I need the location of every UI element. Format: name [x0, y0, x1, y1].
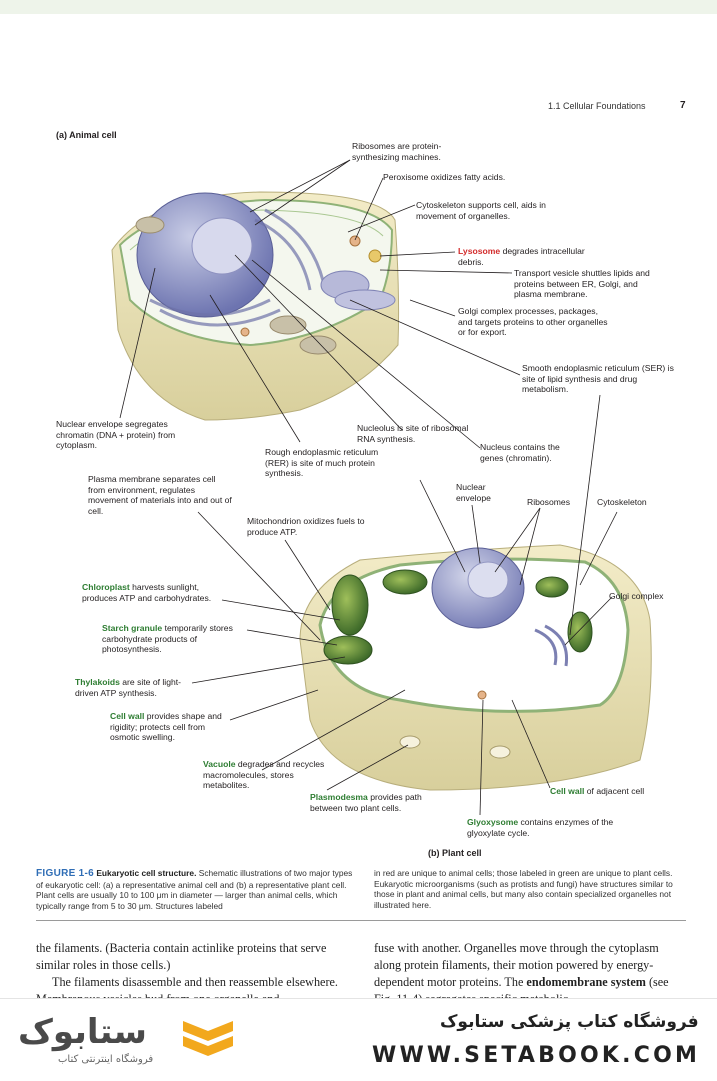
figure-number: FIGURE 1-6	[36, 868, 95, 879]
label-cytoskeleton-animal: Cytoskeleton supports cell, aids in move…	[416, 200, 546, 221]
starch-desc: temporarily stores carbohydrate products…	[102, 623, 233, 654]
logo-mark-icon	[183, 1021, 233, 1056]
label-nucleus: Nucleus contains the genes (chromatin).	[480, 442, 560, 463]
label-rer: Rough endoplasmic reticulum (RER) is sit…	[265, 447, 379, 478]
store-url-link[interactable]: WWW.SETABOOK.COM	[372, 1043, 701, 1068]
label-glyoxysome: Glyoxysome contains enzymes of the glyox…	[467, 817, 617, 838]
label-peroxisome: Peroxisome oxidizes fatty acids.	[383, 172, 506, 182]
adjwall-term: Cell wall	[550, 786, 585, 796]
figure-caption-right: in red are unique to animal cells; those…	[374, 868, 673, 910]
logo-text: ستابوک	[18, 1012, 148, 1052]
store-logo[interactable]: ستابوک فروشگاه اینترنتی کتاب	[18, 1012, 278, 1072]
animal-cell	[111, 191, 400, 421]
label-cytoskeleton-plant: Cytoskeleton	[597, 497, 647, 507]
cell-illustration	[111, 159, 652, 816]
logo-subtitle: فروشگاه اینترنتی کتاب	[58, 1054, 154, 1065]
cellwall-term: Cell wall	[110, 711, 145, 721]
footer-banner	[0, 998, 717, 1081]
vacuole-term: Vacuole	[203, 759, 236, 769]
label-transport-vesicle: Transport vesicle shuttles lipids and pr…	[514, 268, 650, 299]
label-vacuole: Vacuole degrades and recycles macromolec…	[203, 759, 338, 791]
label-mitochondrion: Mitochondrion oxidizes fuels to produce …	[247, 516, 365, 537]
label-nucleolus: Nucleolus is site of ribosomal RNA synth…	[357, 423, 469, 444]
label-ser: Smooth endoplasmic reticulum (SER) is si…	[522, 363, 674, 394]
label-chloroplast: Chloroplast harvests sunlight, produces …	[82, 582, 227, 603]
chloroplast-term: Chloroplast	[82, 582, 130, 592]
figure-caption-left: FIGURE 1-6 Eukaryotic cell structure. Sc…	[36, 868, 356, 911]
label-lysosome: Lysosome degrades intracellular debris.	[458, 246, 588, 267]
label-plasmodesma: Plasmodesma provides path between two pl…	[310, 792, 440, 813]
glyoxysome-term: Glyoxysome	[467, 817, 519, 827]
running-head: 1.1 Cellular Foundations	[548, 101, 646, 111]
body-left-p1: the filaments. (Bacteria contain actinli…	[36, 941, 327, 972]
plasmodesma-term: Plasmodesma	[310, 792, 368, 802]
vacuole-desc: degrades and recycles macromolecules, st…	[203, 759, 325, 790]
chloroplast-desc: harvests sunlight, produces ATP and carb…	[82, 582, 212, 603]
glyoxysome-desc: contains enzymes of the glyoxylate cycle…	[467, 817, 614, 838]
label-golgi-plant: Golgi complex	[609, 591, 664, 601]
plasmodesma-desc: provides path between two plant cells.	[310, 792, 422, 813]
starch-term: Starch granule	[102, 623, 163, 633]
lysosome-desc: degrades intracellular debris.	[458, 246, 585, 267]
body-right-p1a: fuse with another. Organelles move throu…	[374, 941, 659, 989]
label-nuclear-envelope-plant: Nuclear envelope	[456, 482, 491, 503]
label-nuclear-envelope-animal: Nuclear envelope segregates chromatin (D…	[56, 419, 176, 450]
label-cell-wall-adjacent: Cell wall of adjacent cell	[550, 786, 710, 797]
label-ribosomes-plant: Ribosomes	[527, 497, 570, 507]
figure-title: Eukaryotic cell structure.	[96, 868, 197, 878]
caption-left-text: Schematic illustrations of two major typ…	[36, 868, 353, 911]
label-thylakoids: Thylakoids are site of light-driven ATP …	[75, 677, 190, 698]
label-cell-wall: Cell wall provides shape and rigidity; p…	[110, 711, 230, 743]
label-ribosomes-animal: Ribosomes are protein-synthesizing machi…	[352, 141, 442, 162]
adjwall-desc: of adjacent cell	[584, 786, 645, 796]
label-golgi-animal: Golgi complex processes, packages, and t…	[458, 306, 608, 337]
label-plasma-membrane: Plasma membrane separates cell from envi…	[88, 474, 232, 516]
page-number: 7	[680, 100, 686, 111]
store-name: فروشگاه کتاب پزشکی ستابوک	[440, 1012, 699, 1032]
cellwall-desc: provides shape and rigidity; protects ce…	[110, 711, 222, 742]
panel-label-animal: (a) Animal cell	[56, 130, 117, 140]
body-right-bold: endomembrane system	[526, 975, 646, 989]
plant-cell	[299, 544, 652, 791]
lysosome-term: Lysosome	[458, 246, 501, 256]
thylakoids-term: Thylakoids	[75, 677, 120, 687]
leader-lines	[119, 159, 618, 816]
caption-rule	[36, 920, 686, 921]
thylakoids-desc: are site of light-driven ATP synthesis.	[75, 677, 182, 698]
panel-label-plant: (b) Plant cell	[428, 848, 482, 858]
top-band	[0, 0, 717, 14]
label-starch-granule: Starch granule temporarily stores carboh…	[102, 623, 247, 655]
